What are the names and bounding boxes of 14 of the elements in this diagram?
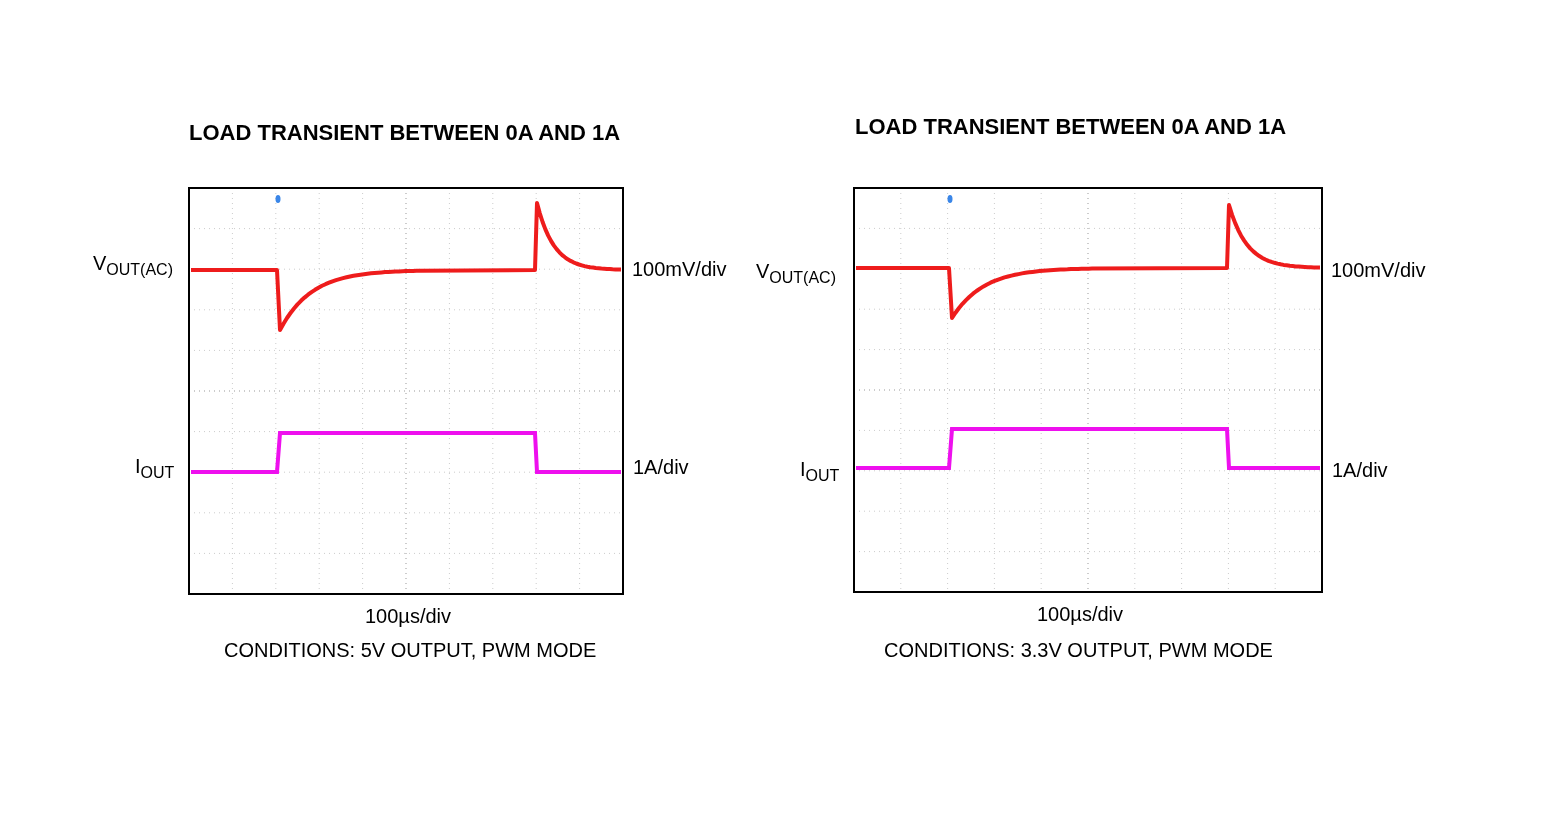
scale-label: 1A/div: [633, 456, 689, 478]
time-scale-label: 100µs/div: [365, 605, 451, 627]
conditions-note: CONDITIONS: 5V OUTPUT, PWM MODE: [224, 639, 597, 661]
axis-label: V$_{OUT(AC)}$: [756, 260, 836, 287]
scale-label: 100mV/div: [1331, 259, 1426, 281]
time-scale-label: 100µs/div: [1037, 603, 1123, 625]
scale-label: 100mV/div: [632, 258, 727, 280]
conditions-note: CONDITIONS: 3.3V OUTPUT, PWM MODE: [884, 639, 1273, 661]
chart-title: LOAD TRANSIENT BETWEEN 0A AND 1A: [855, 115, 1287, 140]
scale-label: 1A/div: [1332, 459, 1388, 481]
chart-title: LOAD TRANSIENT BETWEEN 0A AND 1A: [189, 121, 621, 146]
axis-label: I$_{OUT}$: [800, 458, 840, 485]
axis-label: I$_{OUT}$: [135, 455, 175, 482]
axis-label: V$_{OUT(AC)}$: [93, 252, 173, 279]
